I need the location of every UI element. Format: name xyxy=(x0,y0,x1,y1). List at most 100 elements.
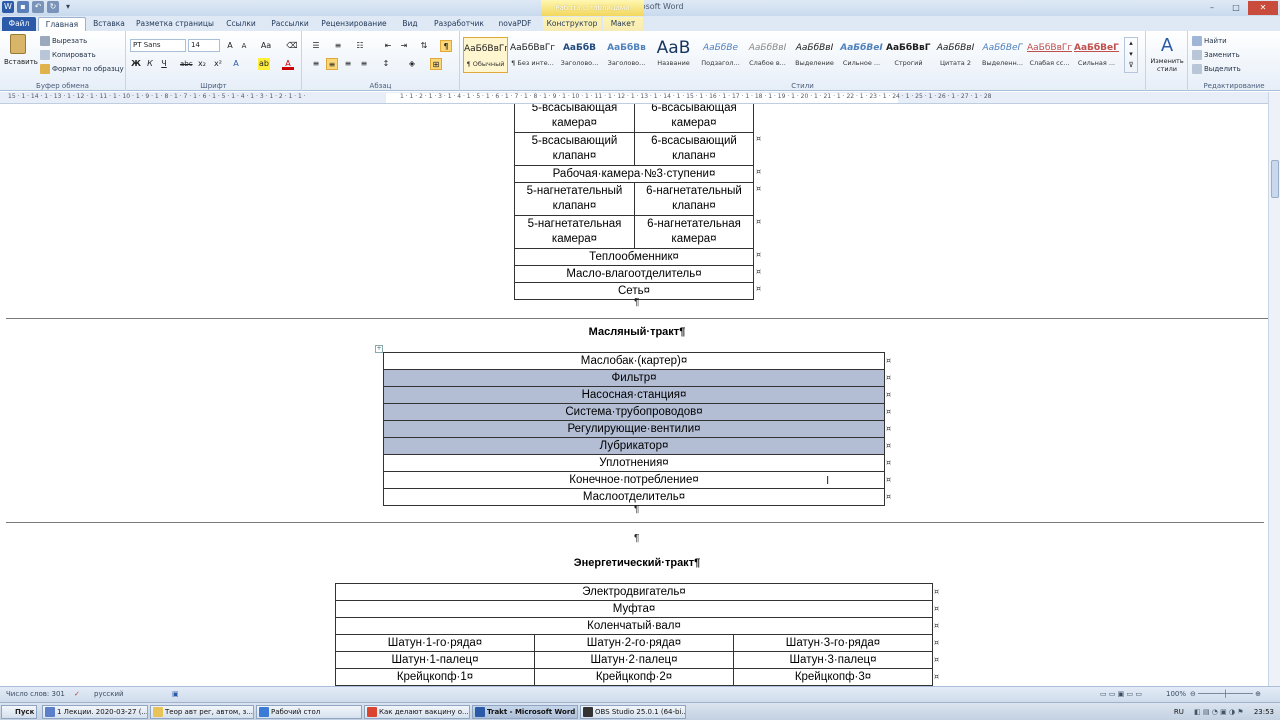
align-left-icon[interactable]: ≡ xyxy=(312,59,320,68)
table-cell[interactable]: Система·трубопроводов¤ xyxy=(383,403,885,421)
zoom-level[interactable]: 100% xyxy=(1166,690,1187,698)
table-move-handle-icon[interactable]: + xyxy=(375,345,383,353)
table-row[interactable]: Крейцкопф·1¤Крейцкопф·2¤Крейцкопф·3¤ xyxy=(335,668,933,686)
shading-icon[interactable]: ◈ xyxy=(408,59,416,68)
view-buttons-icon[interactable]: ▭ ▭ ▣ ▭ ▭ xyxy=(1100,690,1142,698)
justify-icon[interactable]: ≡ xyxy=(360,59,368,68)
undo-icon[interactable]: ↶ xyxy=(32,1,44,13)
font-size-select[interactable]: 14 xyxy=(188,39,220,52)
taskbar-item[interactable]: 1 Лекции. 2020-03-27 (... xyxy=(42,705,148,719)
font-name-select[interactable]: PT Sans xyxy=(130,39,186,52)
save-icon[interactable]: ▪ xyxy=(17,1,29,13)
macro-record-icon[interactable]: ▣ xyxy=(172,690,179,698)
zoom-slider[interactable]: ⊖ ──────┼────── ⊕ xyxy=(1190,690,1261,698)
table-row[interactable]: Рабочая·камера·№3·ступени¤ xyxy=(514,165,754,183)
table-cell[interactable]: Шатун·1-палец¤ xyxy=(335,651,535,669)
subscript-icon[interactable]: x₂ xyxy=(198,59,206,68)
decrease-indent-icon[interactable]: ⇤ xyxy=(384,41,392,50)
copy-button[interactable]: Копировать xyxy=(40,49,96,61)
table-cell[interactable]: Электродвигатель¤ xyxy=(335,583,933,601)
replace-button[interactable]: Заменить xyxy=(1192,49,1240,61)
change-case-icon[interactable]: Aa xyxy=(260,41,272,50)
table-cell[interactable]: 5-всасывающий клапан¤ xyxy=(514,132,635,166)
tab-page-layout[interactable]: Разметка страницы xyxy=(136,19,214,28)
underline-icon[interactable]: Ч xyxy=(161,59,167,68)
table-row[interactable]: 5-нагнетательная камера¤6-нагнетательная… xyxy=(514,215,754,249)
table-row[interactable]: Конечное·потребление¤ xyxy=(383,471,885,489)
minimize-button[interactable]: – xyxy=(1210,3,1214,12)
clear-formatting-icon[interactable]: ⌫ xyxy=(286,41,298,50)
change-styles-button[interactable]: A Изменить стили xyxy=(1150,35,1184,73)
close-button[interactable]: ✕ xyxy=(1248,1,1278,15)
table-cell[interactable]: 6-всасывающая камера¤ xyxy=(634,104,754,133)
table-cell[interactable]: Лубрикатор¤ xyxy=(383,437,885,455)
table-cell[interactable]: Крейцкопф·1¤ xyxy=(335,668,535,686)
scrollbar-thumb[interactable] xyxy=(1271,160,1279,198)
grow-font-icon[interactable]: A xyxy=(227,41,233,50)
table-row[interactable]: Насосная·станция¤ xyxy=(383,386,885,404)
spellcheck-icon[interactable]: ✓ xyxy=(74,690,80,698)
table-cell[interactable]: Уплотнения¤ xyxy=(383,454,885,472)
oil-tract-table[interactable]: Маслобак·(картер)¤ Фильтр¤ Насосная·стан… xyxy=(383,352,885,506)
shrink-font-icon[interactable]: A xyxy=(241,42,247,50)
table-row[interactable]: Система·трубопроводов¤ xyxy=(383,403,885,421)
show-formatting-icon[interactable]: ¶ xyxy=(440,40,452,52)
tab-novapdf[interactable]: novaPDF xyxy=(498,19,532,28)
customize-qat-icon[interactable]: ▾ xyxy=(65,2,70,11)
highlight-color-icon[interactable]: ab xyxy=(258,58,270,70)
superscript-icon[interactable]: x² xyxy=(214,59,222,68)
line-spacing-icon[interactable]: ↕ xyxy=(382,59,390,68)
table-cell[interactable]: Конечное·потребление¤ xyxy=(383,471,885,489)
styles-scroll-icon[interactable]: ▴▾⊽ xyxy=(1124,37,1138,73)
table-row[interactable]: Муфта¤ xyxy=(335,600,933,618)
table-row[interactable]: Теплообменник¤ xyxy=(514,248,754,266)
style-no-spacing[interactable]: АаБбВвГг,¶ Без инте... xyxy=(510,37,555,73)
tab-view[interactable]: Вид xyxy=(402,19,418,28)
tab-insert[interactable]: Вставка xyxy=(93,19,125,28)
table-row[interactable]: Сеть¤ xyxy=(514,282,754,300)
italic-icon[interactable]: К xyxy=(147,59,153,68)
redo-icon[interactable]: ↻ xyxy=(47,1,59,13)
tab-file[interactable]: Файл xyxy=(2,17,36,31)
text-effects-icon[interactable]: A xyxy=(233,59,239,68)
table-row[interactable]: Уплотнения¤ xyxy=(383,454,885,472)
clock[interactable]: 23:53 xyxy=(1253,708,1274,716)
tab-references[interactable]: Ссылки xyxy=(226,19,256,28)
tab-review[interactable]: Рецензирование xyxy=(321,19,387,28)
sort-icon[interactable]: ⇅ xyxy=(420,41,428,50)
align-center-icon[interactable]: ≡ xyxy=(326,58,338,70)
style-normal[interactable]: АаБбВвГг,¶ Обычный xyxy=(463,37,508,73)
increase-indent-icon[interactable]: ⇥ xyxy=(400,41,408,50)
table-row[interactable]: Масло-влагоотделитель¤ xyxy=(514,265,754,283)
document-canvas[interactable]: 5-всасывающая камера¤6-всасывающая камер… xyxy=(0,104,1268,686)
strikethrough-icon[interactable]: abc xyxy=(180,60,193,68)
table-cell[interactable]: Шатун·2·палец¤ xyxy=(534,651,734,669)
table-cell[interactable]: Насосная·станция¤ xyxy=(383,386,885,404)
table-cell[interactable]: Сеть¤ xyxy=(514,282,754,300)
table-cell[interactable]: Крейцкопф·2¤ xyxy=(534,668,734,686)
multilevel-list-icon[interactable]: ☷ xyxy=(356,41,364,50)
numbering-icon[interactable]: ≡ xyxy=(334,41,342,50)
find-button[interactable]: Найти xyxy=(1192,35,1227,47)
cut-button[interactable]: Вырезать xyxy=(40,35,87,47)
table-cell[interactable]: Фильтр¤ xyxy=(383,369,885,387)
table-row[interactable]: Маслобак·(картер)¤ xyxy=(383,352,885,370)
table-row[interactable]: Коленчатый·вал¤ xyxy=(335,617,933,635)
table-cell[interactable]: Шатун·3-го·ряда¤ xyxy=(733,634,933,652)
style-intense-reference[interactable]: АаБбВеГ,Сильная ... xyxy=(1074,37,1119,73)
table-cell[interactable]: 6-нагнетательная камера¤ xyxy=(634,215,754,249)
start-button[interactable]: Пуск xyxy=(1,705,37,719)
tab-home[interactable]: Главная xyxy=(38,17,86,31)
input-language[interactable]: RU xyxy=(1173,708,1184,716)
paste-button[interactable]: Вставить xyxy=(4,34,38,74)
table-cell[interactable]: Крейцкопф·3¤ xyxy=(733,668,933,686)
table-cell[interactable]: 5-всасывающая камера¤ xyxy=(514,104,635,133)
